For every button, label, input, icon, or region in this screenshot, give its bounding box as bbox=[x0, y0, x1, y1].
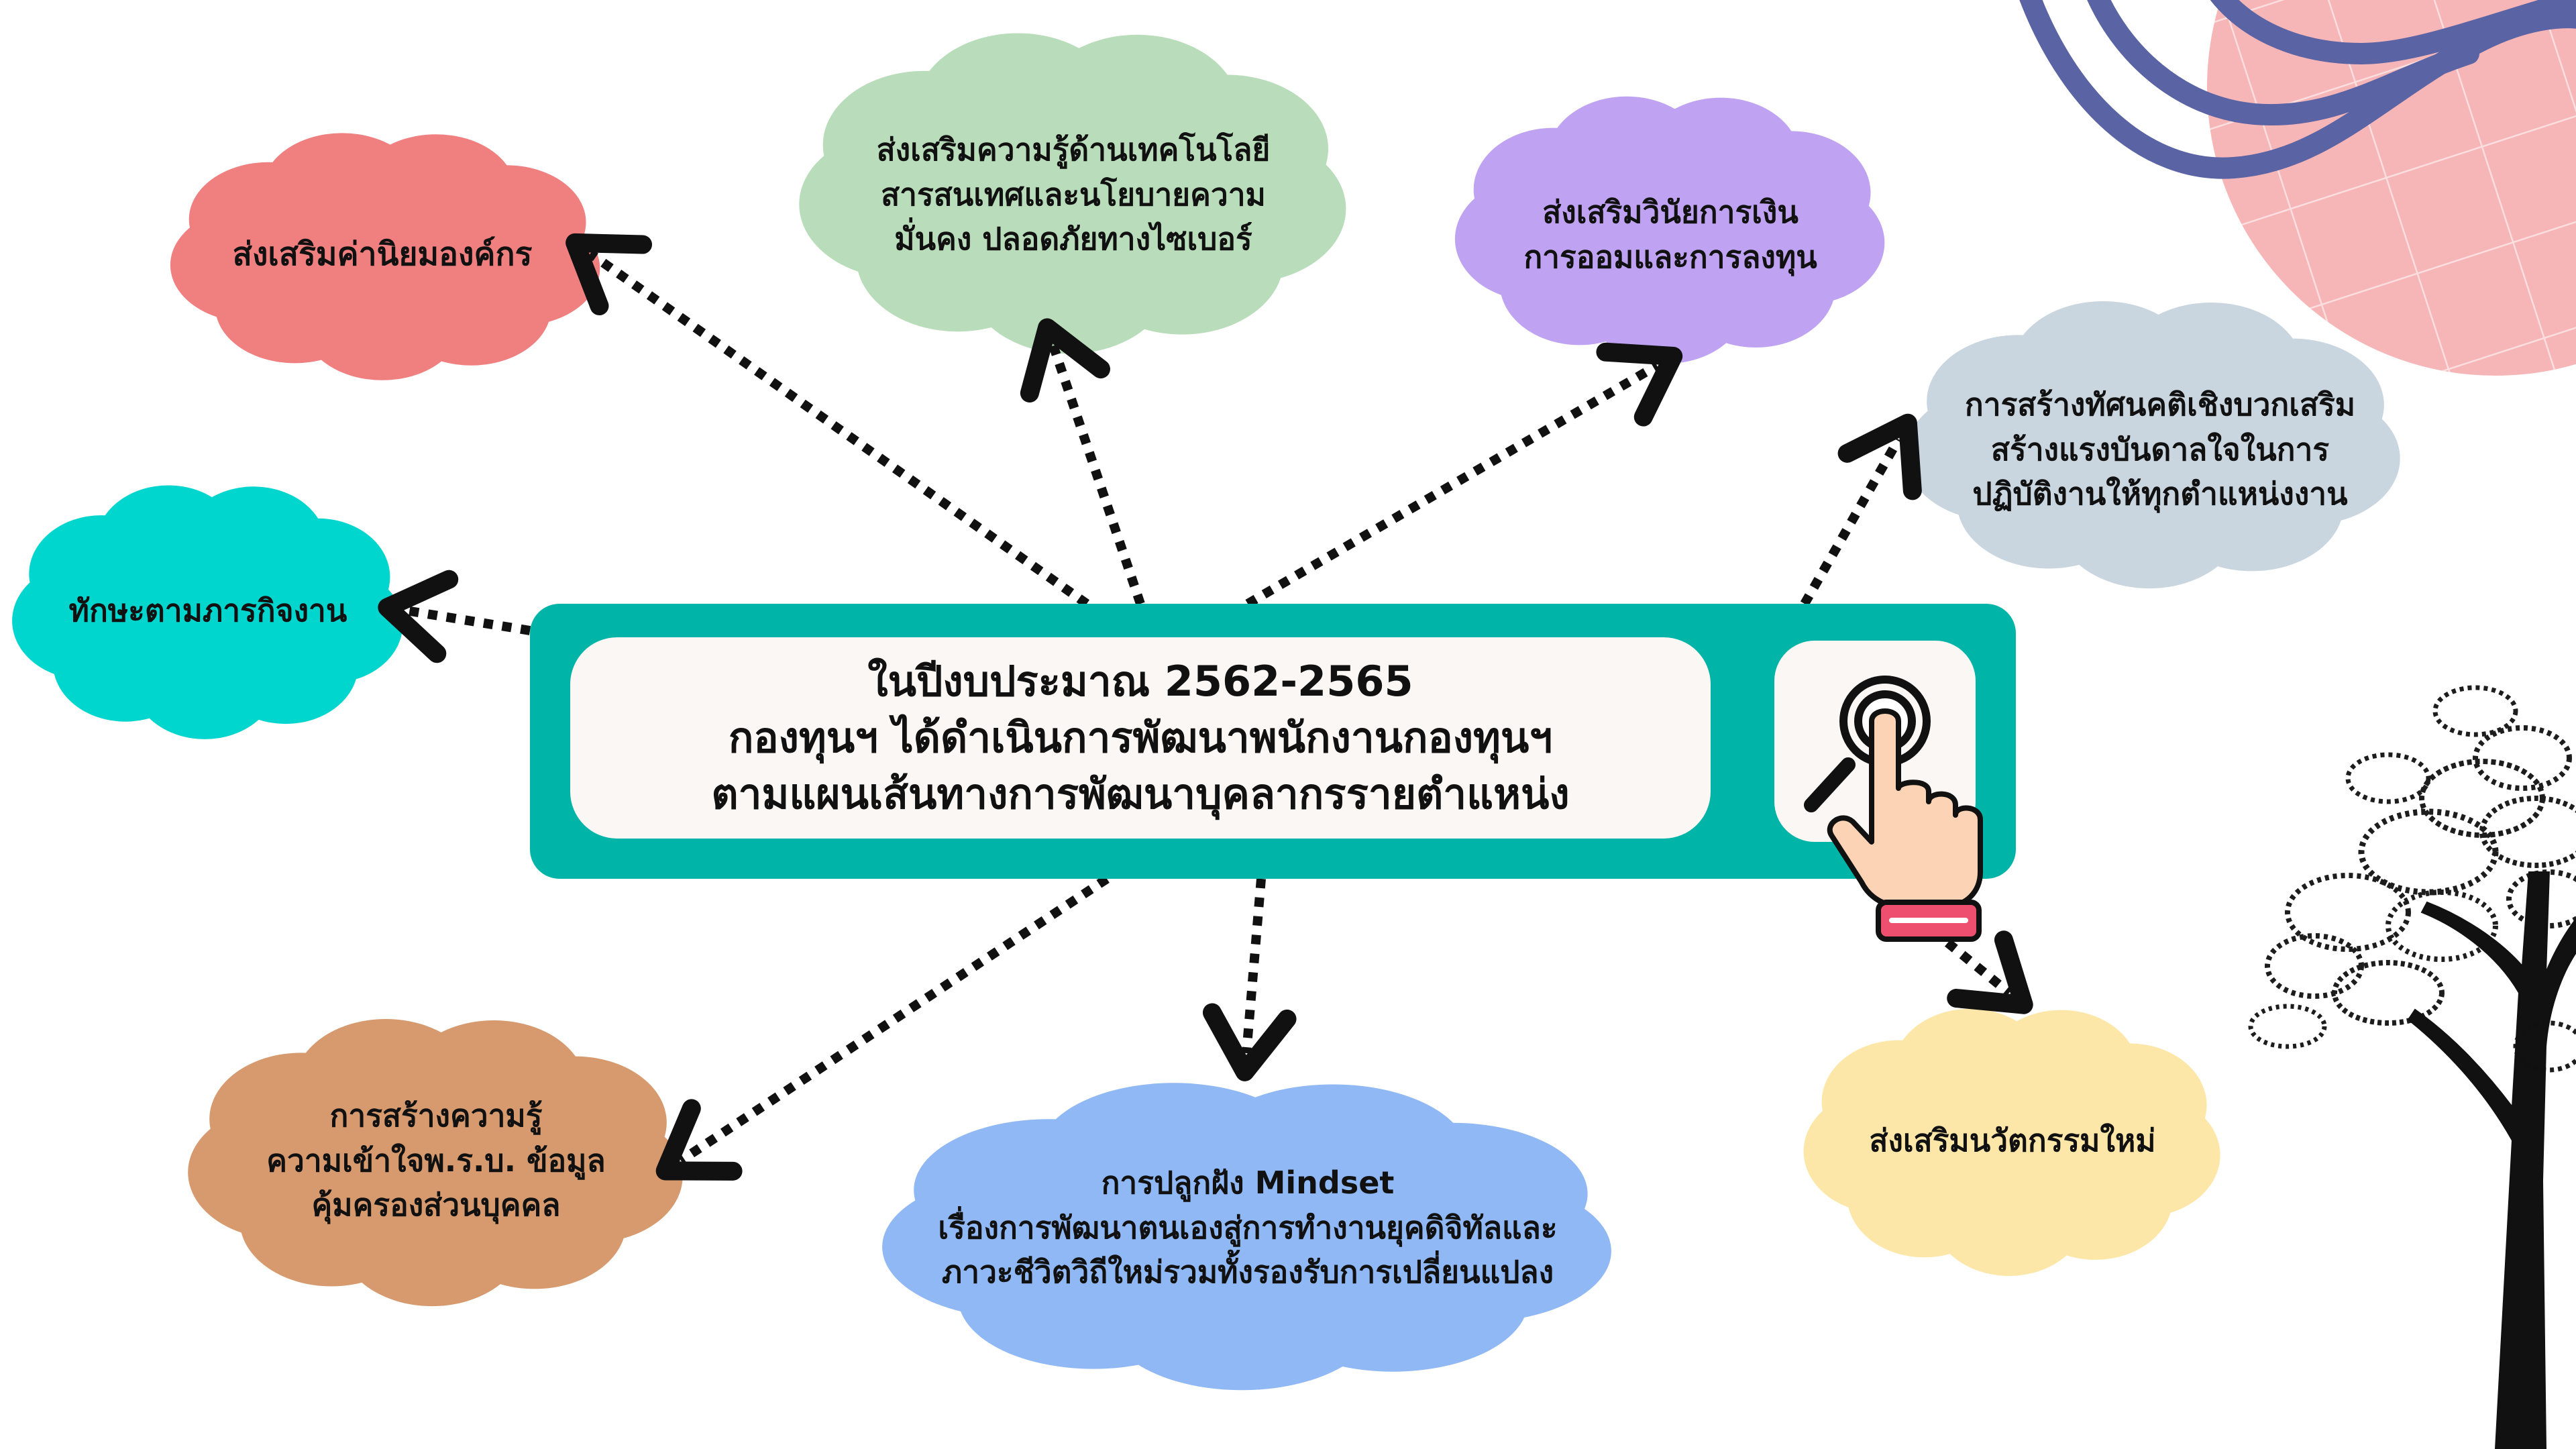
arrow-to-tech-security bbox=[1020, 318, 1145, 606]
cloud-label-skills: ทักษะตามภารกิจงาน bbox=[68, 592, 347, 629]
arrow-to-finance bbox=[1245, 342, 1683, 608]
arrow-to-attitude bbox=[1800, 413, 1922, 606]
cloud-label-tech-security: ส่งเสริมความรู้ด้านเทคโนโลยี สารสนเทศและ… bbox=[876, 131, 1271, 258]
arrow-to-skills bbox=[378, 570, 531, 663]
cloud-skills bbox=[12, 485, 403, 739]
central-topic-box: ในปีงบประมาณ 2562-2565 กองทุนฯ ได้ดำเนิน… bbox=[530, 604, 2016, 942]
cloud-tech-security bbox=[799, 33, 1346, 354]
cloud-label-innovation: ส่งเสริมนวัตกรรมใหม่ bbox=[1869, 1122, 2156, 1159]
cloud-org-values bbox=[170, 133, 600, 380]
cloud-finance bbox=[1454, 96, 1885, 364]
cloud-mindset bbox=[882, 1083, 1611, 1391]
arrow-to-org-values bbox=[566, 233, 1090, 608]
cloud-label-pdpa: การสร้างความรู้ ความเข้าใจพ.ร.บ. ข้อมูล … bbox=[266, 1097, 606, 1224]
arrow-to-mindset bbox=[1202, 878, 1297, 1081]
cloud-innovation bbox=[1803, 1008, 2220, 1276]
central-line-2: กองทุนฯ ได้ดำเนินการพัฒนาพนักงานกองทุนฯ bbox=[728, 713, 1553, 763]
hand-pointer-click-icon bbox=[1804, 676, 1983, 942]
cloud-pdpa bbox=[188, 1019, 683, 1307]
central-topic-text: ในปีงบประมาณ 2562-2565 กองทุนฯ ได้ดำเนิน… bbox=[570, 637, 1711, 839]
arrow-to-pdpa bbox=[655, 875, 1110, 1181]
cloud-label-mindset: การปลูกฝัง Mindset เรื่องการพัฒนาตนเองสู… bbox=[938, 1164, 1558, 1291]
pink-globe-decoration bbox=[2207, 0, 2576, 376]
cloud-attitude bbox=[1905, 301, 2400, 589]
central-line-3: ตามแผนเส้นทางการพัฒนาบุคลากรรายตำแหน่ง bbox=[711, 769, 1570, 818]
cloud-label-attitude: การสร้างทัศนคติเชิงบวกเสริม สร้างแรงบันด… bbox=[1964, 386, 2356, 513]
ribbon-decoration bbox=[2019, 0, 2576, 179]
cloud-label-org-values: ส่งเสริมค่านิยมองค์กร bbox=[232, 235, 533, 274]
central-line-1: ในปีงบประมาณ 2562-2565 bbox=[867, 657, 1413, 706]
tree-decoration bbox=[2248, 685, 2576, 1449]
clouds-layer bbox=[12, 33, 2400, 1391]
cloud-label-finance: ส่งเสริมวินัยการเงิน การออมและการลงทุน bbox=[1523, 194, 1817, 275]
